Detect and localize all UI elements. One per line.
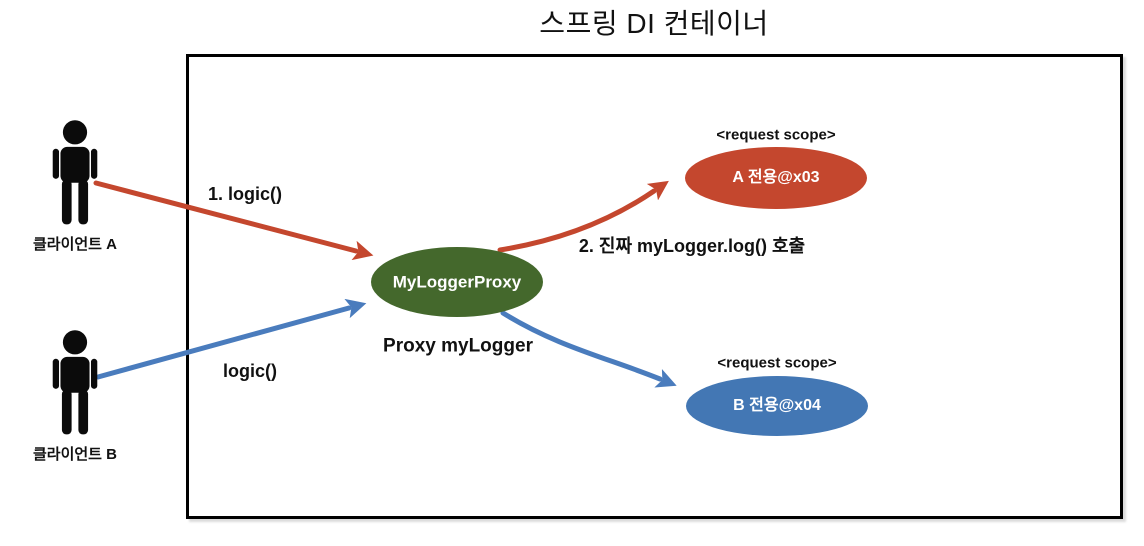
arrow-label-1-logic: 1. logic() bbox=[207, 184, 283, 204]
proxy-node-ellipse bbox=[371, 247, 543, 317]
client-b: 클라이언트 B bbox=[10, 328, 140, 464]
client-a-label: 클라이언트 A bbox=[32, 236, 117, 253]
arrow-proxy-to-a-instance bbox=[497, 180, 669, 253]
target-b-node-label: B 전용@x04 bbox=[733, 397, 821, 414]
target-b-node-ellipse bbox=[686, 376, 868, 436]
client-a: 클라이언트 A bbox=[10, 118, 140, 254]
diagram-title: 스프링 DI 컨테이너 bbox=[539, 8, 769, 39]
proxy-caption: Proxy myLogger bbox=[383, 335, 533, 357]
person-icon bbox=[52, 120, 98, 225]
arrow-label-logic: logic() bbox=[223, 361, 277, 381]
client-b-label: 클라이언트 B bbox=[32, 446, 117, 463]
target-a-node-ellipse bbox=[685, 147, 867, 209]
target-b-scope-label: <request scope> bbox=[717, 354, 837, 372]
target-a-node-label: A 전용@x03 bbox=[732, 169, 820, 186]
proxy-node-label: MyLoggerProxy bbox=[392, 272, 522, 292]
spring-di-container-box bbox=[186, 54, 1123, 519]
person-icon bbox=[52, 330, 98, 435]
arrow-label-real-call: 2. 진짜 myLogger.log() 호출 bbox=[578, 236, 806, 256]
target-a-scope-label: <request scope> bbox=[716, 126, 836, 144]
arrow-proxy-to-b-instance bbox=[500, 310, 677, 388]
arrow-client-a-to-proxy bbox=[93, 180, 374, 261]
arrow-client-b-to-proxy bbox=[95, 298, 367, 380]
